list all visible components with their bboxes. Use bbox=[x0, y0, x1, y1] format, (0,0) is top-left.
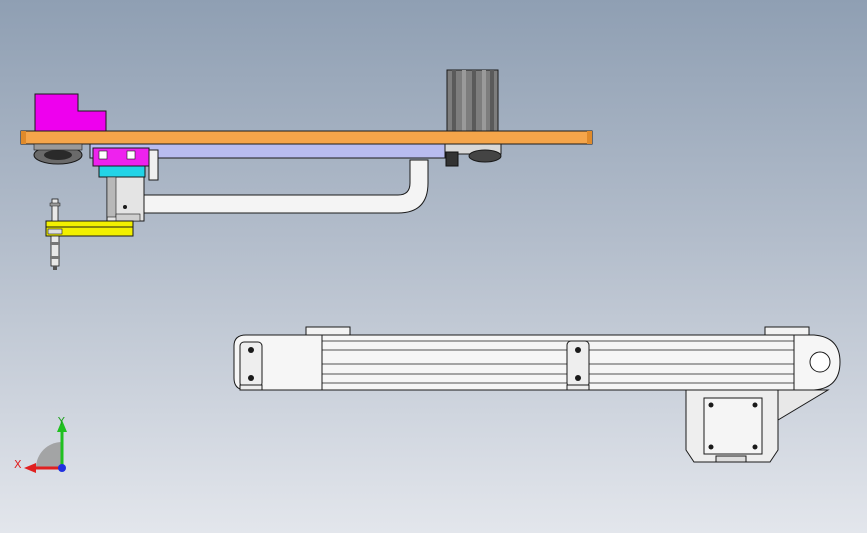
left-pulley[interactable] bbox=[33, 143, 83, 165]
gripper-pin[interactable] bbox=[49, 198, 61, 270]
x-axis-label: X bbox=[14, 458, 22, 471]
conveyor-assembly[interactable] bbox=[233, 326, 841, 463]
y-axis-label: Y bbox=[57, 415, 65, 428]
stepper-motor[interactable] bbox=[446, 69, 499, 132]
pick-head-block[interactable] bbox=[92, 147, 159, 181]
coordinate-triad: Y X bbox=[14, 415, 67, 473]
cyan-block[interactable] bbox=[98, 165, 146, 178]
cable-tube[interactable] bbox=[143, 159, 429, 214]
top-plate[interactable] bbox=[20, 130, 593, 145]
cylinder-body[interactable] bbox=[106, 176, 145, 222]
right-pulley[interactable] bbox=[444, 143, 502, 167]
gripper-arm[interactable] bbox=[45, 220, 134, 237]
motor-mount-block[interactable] bbox=[34, 93, 107, 132]
